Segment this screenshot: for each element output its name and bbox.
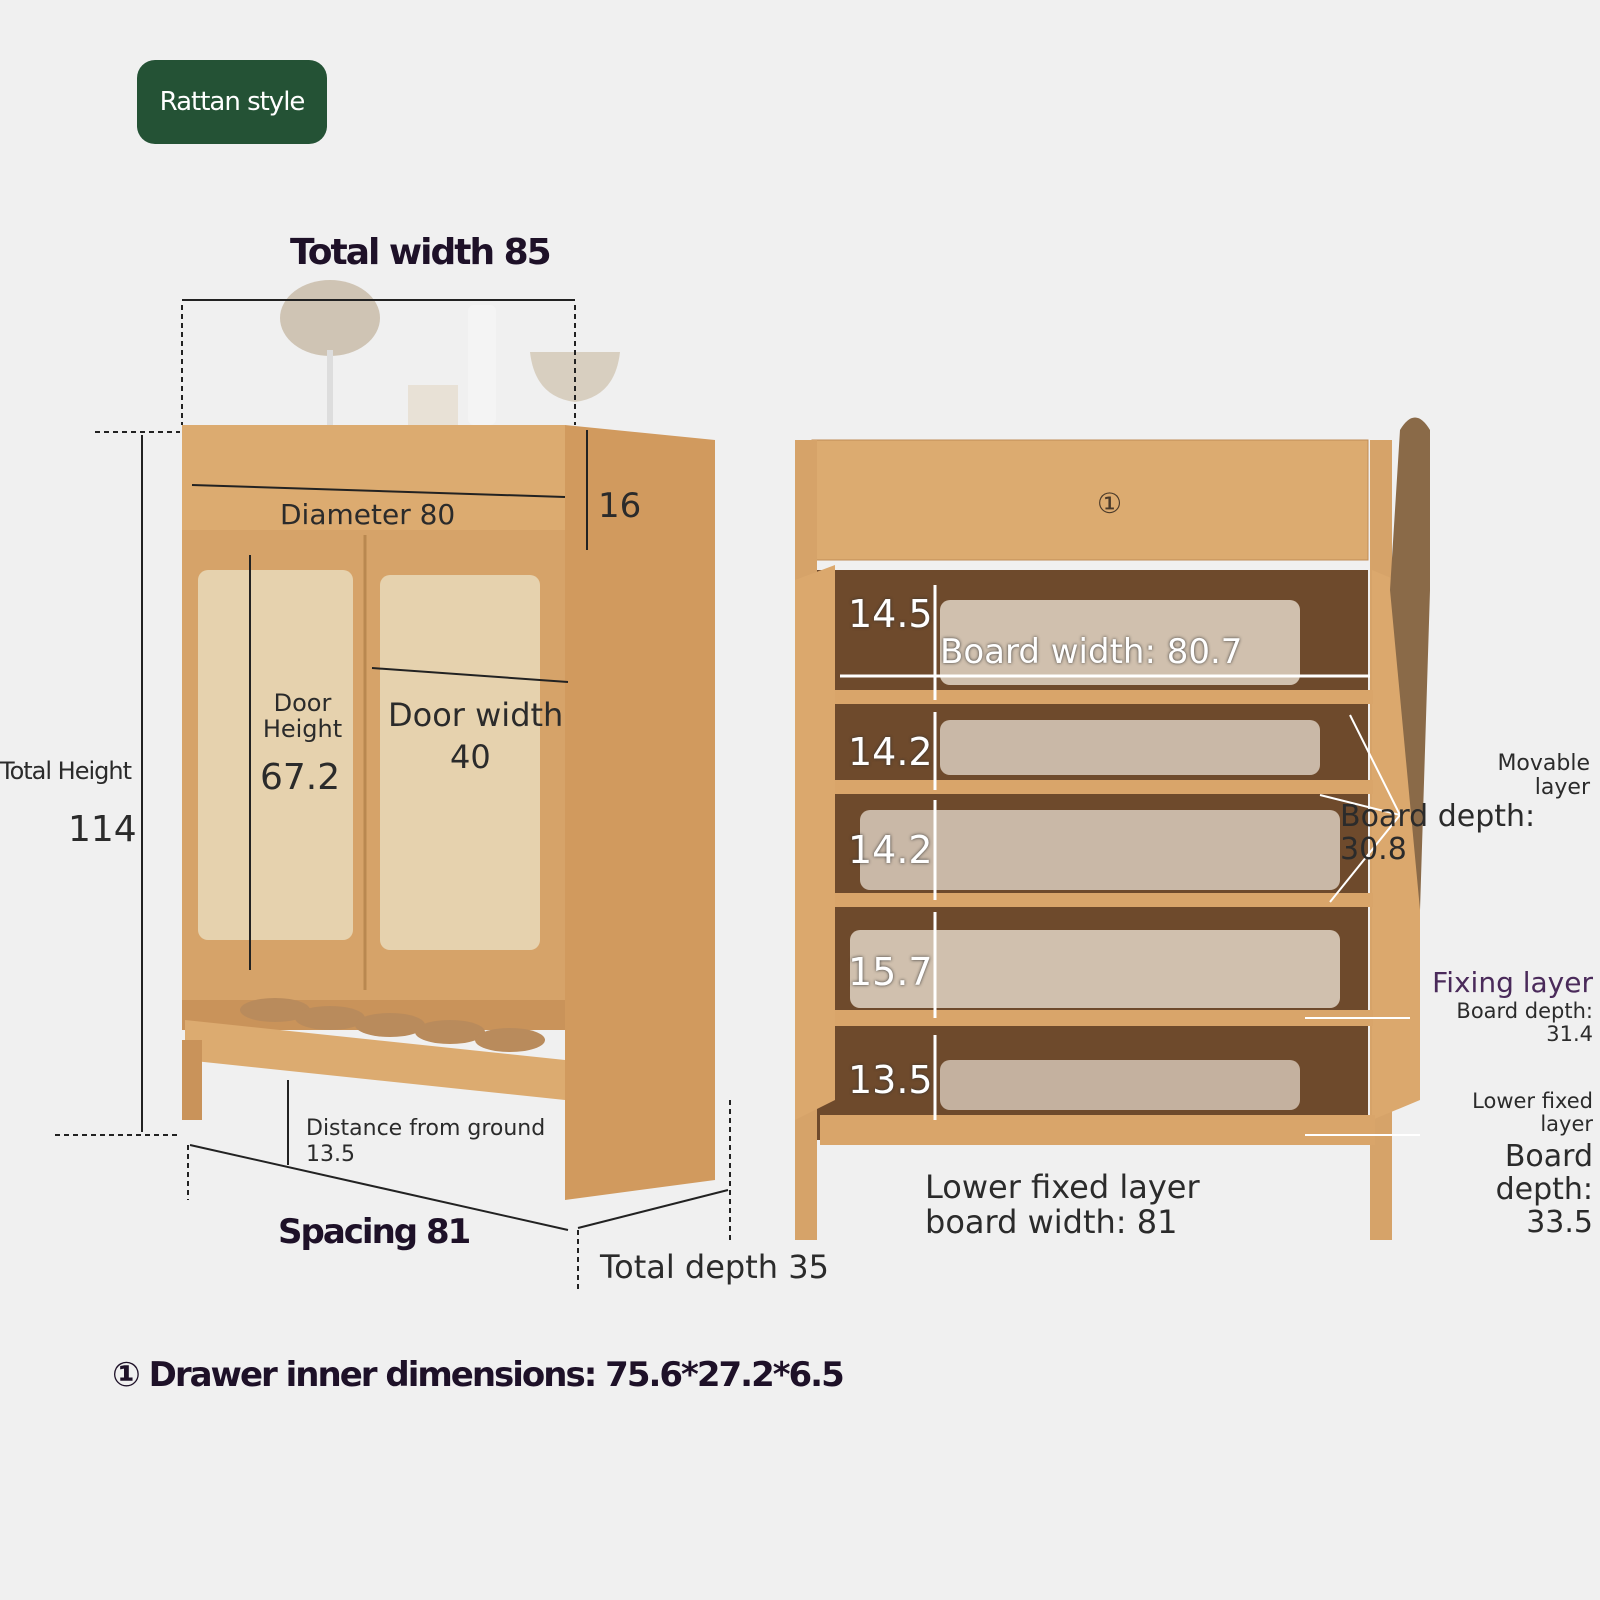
distance-from-ground-value: 13.5 [306, 1142, 355, 1167]
right-dimension-lines [840, 585, 1420, 1136]
total-depth-label: Total depth 35 [600, 1248, 829, 1286]
lower-board-depth: Board depth: 33.5 [1495, 1139, 1593, 1240]
fixing-layer-label: Fixing layer [1432, 966, 1593, 999]
door-height-label: Door Height [262, 689, 343, 744]
lower-layer-label: Lower fixed layer [1472, 1089, 1593, 1137]
door-height-value: 67.2 [260, 757, 341, 798]
style-badge: Rattan style [137, 60, 327, 144]
total-height-value: 114 [68, 809, 137, 850]
lower-board-width: Lower fixed layer board width: 81 [925, 1168, 1200, 1242]
left-dimension-lines [55, 299, 731, 1290]
movable-board-depth: Board depth: 30.8 [1340, 799, 1536, 867]
shelf-height-4: 15.7 [848, 950, 933, 994]
shelf-height-3: 14.2 [848, 828, 933, 872]
board-width-label: Board width: 80.7 [940, 632, 1243, 672]
shelf-height-2: 14.2 [848, 730, 933, 774]
right-cabinet [795, 417, 1430, 1240]
door-width-label: Door width [388, 696, 564, 734]
shelf-height-5: 13.5 [848, 1058, 933, 1102]
total-height-label: Total Height [0, 757, 132, 785]
movable-layer-label: Movable layer [1497, 751, 1590, 801]
total-width-label: Total width 85 [290, 232, 552, 273]
left-cabinet [182, 280, 715, 1200]
door-width-value: 40 [450, 738, 491, 776]
drawer-marker: ① [1097, 487, 1123, 520]
fixing-board-depth: Board depth: 31.4 [1456, 999, 1593, 1047]
spacing-label: Spacing 81 [278, 1212, 471, 1252]
shelf-height-1: 14.5 [848, 592, 933, 636]
distance-from-ground-label: Distance from ground [306, 1116, 546, 1141]
diameter-label: Diameter 80 [280, 498, 456, 531]
drawer-height-label: 16 [598, 486, 642, 526]
drawer-inner-dimensions-note: ① Drawer inner dimensions: 75.6*27.2*6.5 [112, 1355, 845, 1395]
